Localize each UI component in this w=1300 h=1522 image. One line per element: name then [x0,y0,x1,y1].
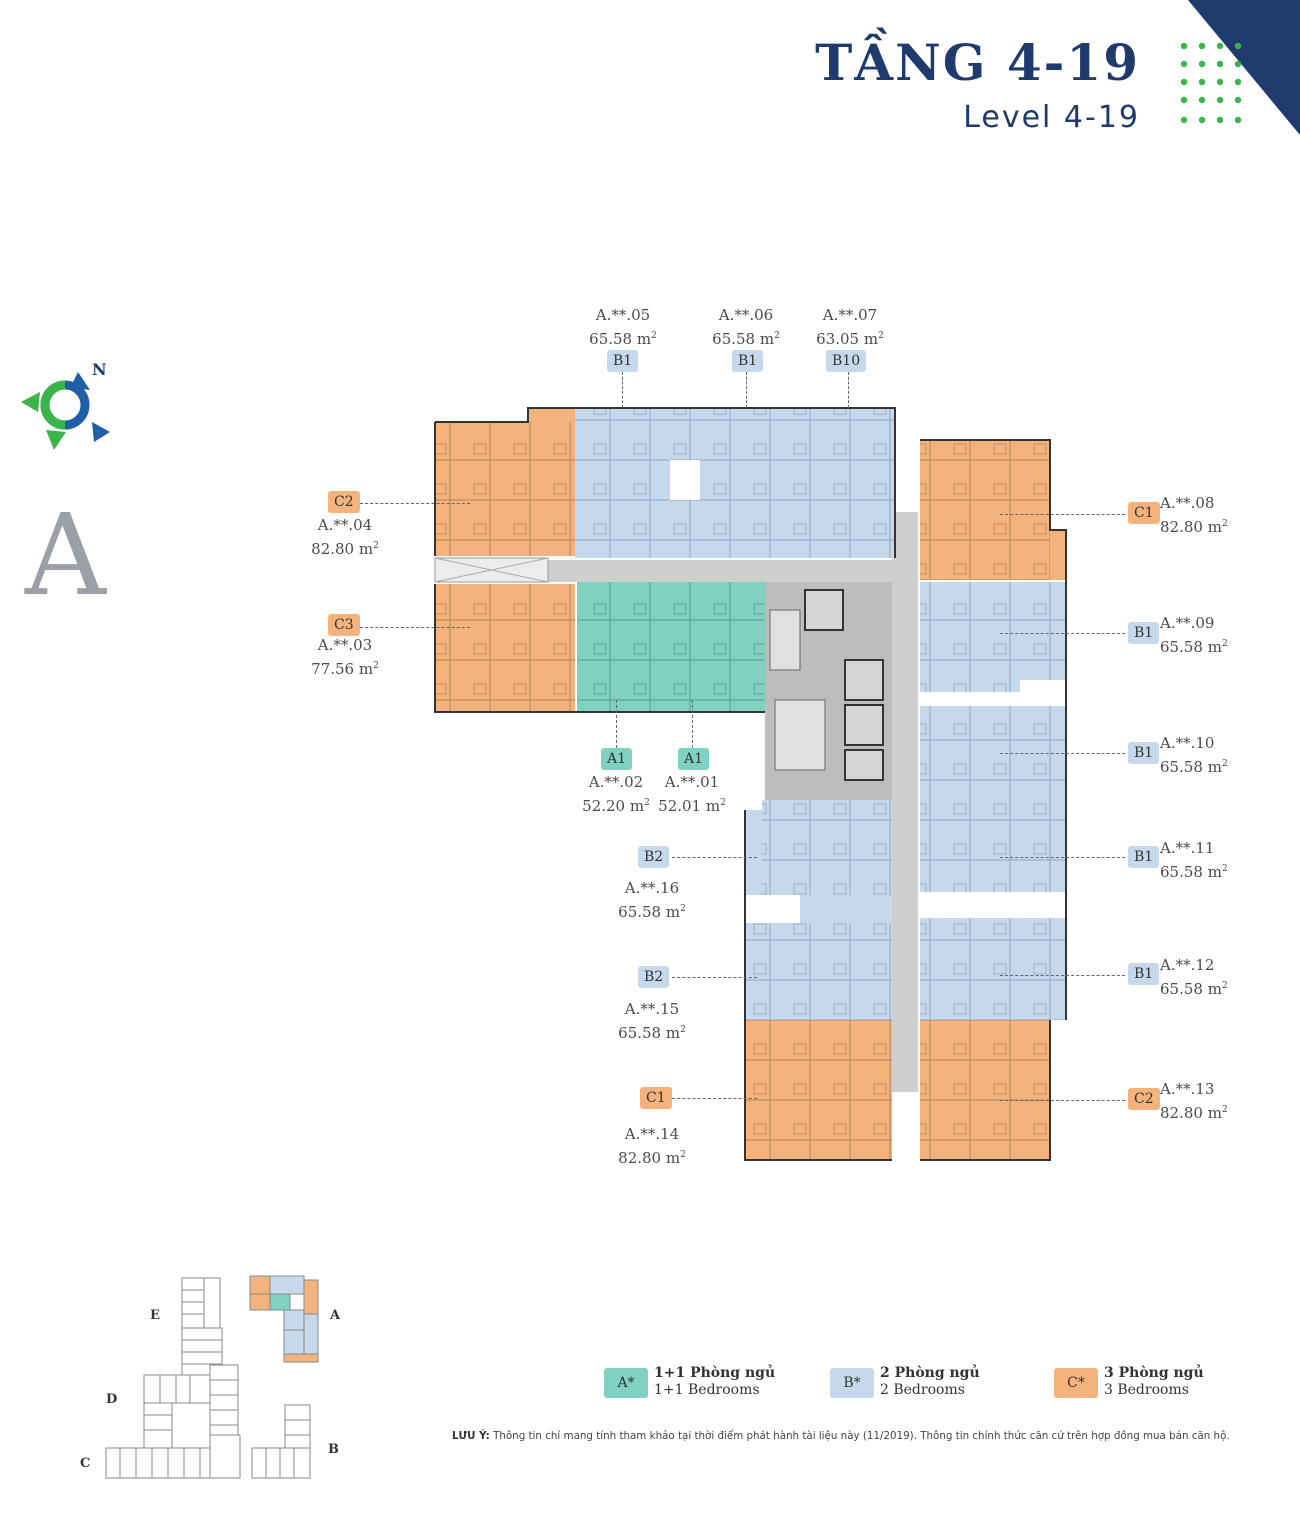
legend-swatch: C* [1054,1368,1098,1398]
leader-line [746,372,747,408]
leader-line [1000,857,1125,858]
key-plan-label-b: B [328,1442,339,1457]
elevator-shaft [844,659,884,701]
unit-type-tag-u01: A1 [678,748,710,770]
site-key-plan-drawing [105,1275,319,1479]
leader-line [360,627,470,628]
legend-label-vi: 2 Phòng ngủ [880,1365,980,1381]
compass: N [18,360,118,470]
disclaimer-label: LƯU Ý: [452,1430,490,1442]
elevator-shaft [844,704,884,746]
legend-label-en: 3 Bedrooms [1104,1382,1189,1398]
page-subtitle: Level 4-19 [963,100,1140,135]
unit-type-tag-u10: B1 [1128,742,1160,764]
unit-type-tag-u14: C1 [640,1087,672,1109]
legend-swatch: A* [604,1368,648,1398]
corridor-horizontal [548,560,918,582]
compass-north-label: N [92,360,107,379]
elevator-shaft [844,749,884,781]
legend-label-en: 1+1 Bedrooms [654,1382,760,1398]
key-plan-label-d: D [106,1392,118,1407]
leader-line [672,1098,757,1099]
unit-type-tag-u06: B1 [732,350,764,372]
unit-type-tag-u05: B1 [607,350,639,372]
leader-line [616,700,617,748]
legend-label-vi: 1+1 Phòng ngủ [654,1365,776,1381]
unit-type-tag-u16: B2 [638,846,670,868]
key-plan-label-a: A [330,1308,341,1323]
legend-label-en: 2 Bedrooms [880,1382,965,1398]
key-plan-label-e: E [150,1308,160,1323]
corner-decoration [1188,0,1300,135]
key-plan-label-c: C [80,1456,91,1471]
leader-line [1000,1100,1125,1101]
dot-pattern-decoration [1180,42,1242,124]
leader-line [1000,514,1125,515]
unit-type-tag-u11: B1 [1128,846,1160,868]
disclaimer-text: Thông tin chỉ mang tính tham khảo tại th… [489,1430,1230,1442]
unit-type-tag-u15: B2 [638,966,670,988]
unit-type-tag-u07: B10 [826,350,867,372]
legend-swatch: B* [830,1368,874,1398]
leader-line [672,857,757,858]
leader-line [622,372,623,408]
unit-type-tag-u08: C1 [1128,502,1160,524]
legend-label-vi: 3 Phòng ngủ [1104,1365,1204,1381]
unit-type-tag-u03: C3 [328,614,360,636]
elevator-shaft [804,589,844,631]
site-key-plan: E A D C B [70,1270,370,1500]
leader-line [1000,753,1125,754]
disclaimer-note: LƯU Ý: Thông tin chỉ mang tính tham khảo… [452,1430,1282,1442]
page-title: TẦNG 4-19 [815,33,1140,92]
leader-line [1000,975,1125,976]
unit-type-tag-u04: C2 [328,491,360,513]
block-letter: A [25,491,106,621]
leader-line [672,977,757,978]
leader-line [848,372,849,408]
compass-icon [21,372,110,450]
unit-type-tag-u13: C2 [1128,1088,1160,1110]
unit-type-tag-u02: A1 [601,748,633,770]
unit-type-tag-u12: B1 [1128,963,1160,985]
stairwell [769,609,801,671]
floor-plan [434,407,1067,1161]
leader-line [692,700,693,748]
unit-type-tag-u09: B1 [1128,622,1160,644]
leader-line [360,503,470,504]
corridor-vertical [892,512,918,1092]
stairwell [774,699,826,771]
leader-line [1000,633,1125,634]
